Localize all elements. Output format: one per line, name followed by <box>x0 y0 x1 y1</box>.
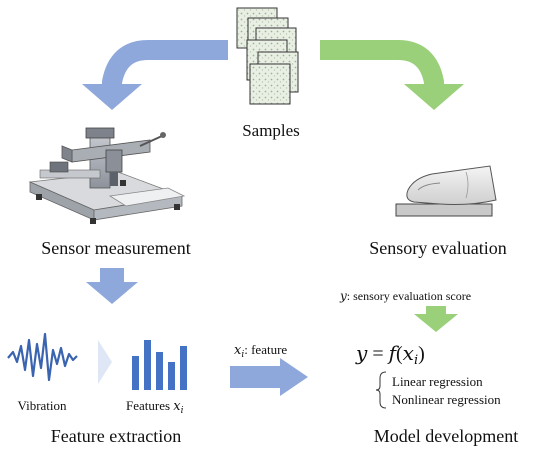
feature-bars-icon <box>132 340 187 390</box>
feature-label: xi: feature <box>234 342 287 360</box>
samples-label: Samples <box>242 121 300 140</box>
samples-icon <box>236 7 299 105</box>
feature-extraction-label: Feature extraction <box>51 426 181 446</box>
vibration-label: Vibration <box>17 398 67 413</box>
arrow-down-green <box>414 306 458 332</box>
feature-bar <box>132 356 139 390</box>
sensor-measurement-label: Sensor measurement <box>41 238 190 258</box>
sensory-evaluation-label: Sensory evaluation <box>369 238 506 258</box>
sensor-machine-illustration <box>28 127 186 224</box>
feature-bar <box>180 346 187 390</box>
method-nonlinear: Nonlinear regression <box>392 392 501 407</box>
vibration-waveform-icon <box>7 332 78 382</box>
arrow-to-sensory <box>320 40 464 110</box>
arrow-right-blue <box>230 358 308 396</box>
feature-bar <box>156 352 163 390</box>
arrow-down-blue <box>86 268 138 304</box>
features-label: Features xi <box>126 398 184 416</box>
sensory-score-label: y: sensory evaluation score <box>339 289 471 303</box>
method-linear: Linear regression <box>392 374 483 389</box>
arrow-to-sensor <box>82 40 228 110</box>
chevron-light-icon <box>98 340 112 384</box>
feature-bar <box>144 340 151 390</box>
brace-icon <box>375 371 387 409</box>
model-equation: y = f(xi) <box>355 341 425 368</box>
model-development-label: Model development <box>374 426 518 446</box>
feature-bar <box>168 362 175 390</box>
finger-touch-illustration <box>395 165 497 217</box>
